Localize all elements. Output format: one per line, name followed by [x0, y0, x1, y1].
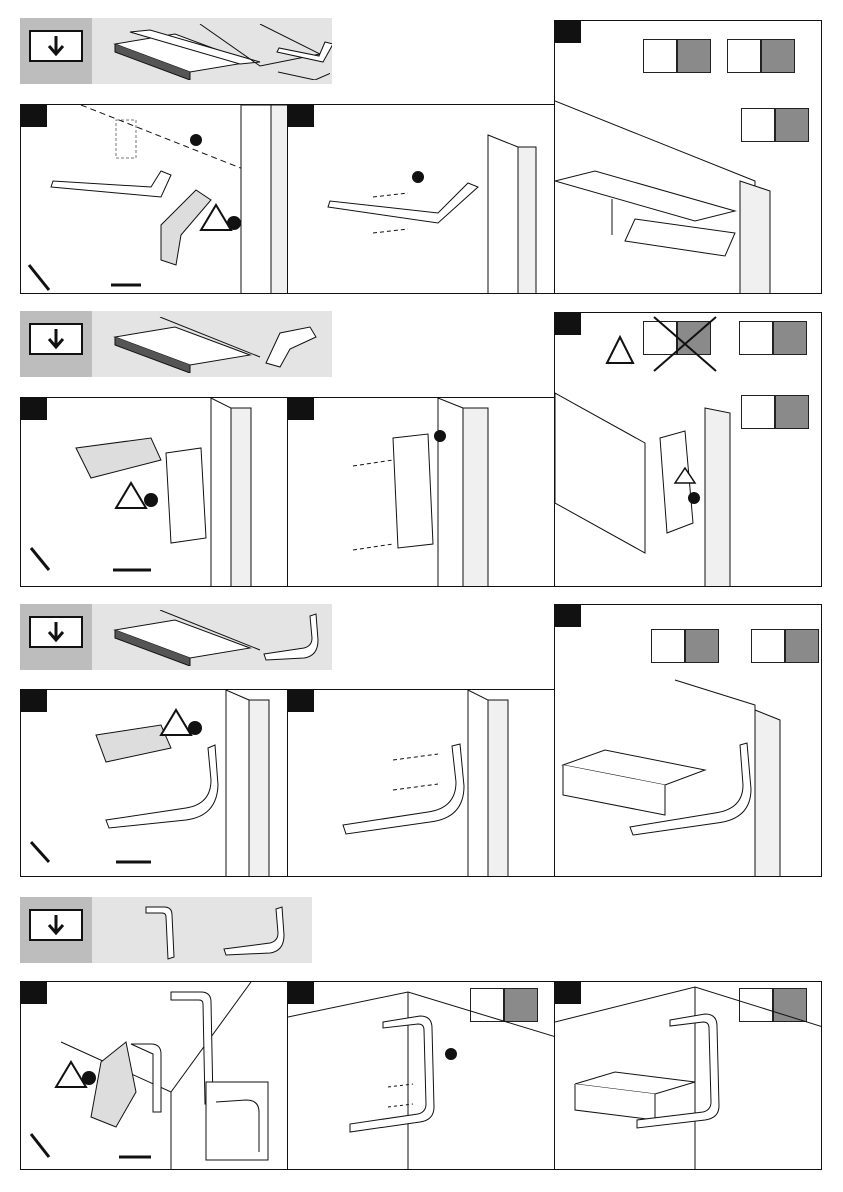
step3-2-panel	[287, 689, 555, 877]
step2-1-panel	[20, 397, 288, 587]
down-arrow-icon	[29, 30, 83, 62]
warning-triangle-icon	[201, 205, 231, 230]
section3-header	[20, 604, 332, 670]
tray-mount-illustration	[555, 21, 822, 294]
step4-3-panel	[554, 981, 822, 1170]
step4-1-panel	[20, 981, 288, 1170]
bolt-channel-illustration	[288, 398, 555, 587]
step3-1-panel	[20, 689, 288, 877]
bolt-bracket-illustration	[288, 105, 555, 294]
tray-parts-illustration	[110, 610, 270, 666]
tray-parts-illustration	[110, 317, 270, 373]
step2-2-panel	[287, 397, 555, 587]
step4-2-panel	[287, 981, 555, 1170]
l-bracket-illustration	[260, 612, 320, 662]
section4-header	[20, 897, 312, 963]
step2-3-panel	[554, 312, 822, 587]
step3-3-panel	[554, 604, 822, 877]
down-arrow-icon	[29, 323, 83, 355]
warning-triangle-icon	[56, 1062, 86, 1087]
warning-triangle-icon	[161, 710, 191, 735]
corner-bolt-illustration	[288, 982, 555, 1170]
drill-wall-illustration	[21, 105, 288, 294]
down-arrow-icon	[29, 616, 83, 648]
section1-header	[20, 18, 332, 84]
warning-triangle-icon	[116, 483, 146, 508]
corner-bracket-illustration	[140, 901, 190, 961]
drill-wall-illustration	[21, 398, 288, 587]
step1-1-panel	[20, 104, 288, 294]
section2-header	[20, 311, 332, 377]
perforated-tray-illustration	[555, 313, 822, 587]
drill-wall-illustration	[21, 690, 288, 877]
tray-l-bracket-illustration	[555, 605, 822, 877]
down-arrow-icon	[29, 909, 83, 941]
step1-3-panel	[554, 20, 822, 294]
bolt-l-bracket-illustration	[288, 690, 555, 877]
l-bracket-illustration	[220, 905, 290, 957]
drill-corner-illustration	[21, 982, 288, 1170]
step1-2-panel	[287, 104, 555, 294]
corner-tray-illustration	[555, 982, 822, 1170]
u-channel-illustration	[260, 323, 320, 369]
bracket-illustration	[275, 38, 332, 68]
